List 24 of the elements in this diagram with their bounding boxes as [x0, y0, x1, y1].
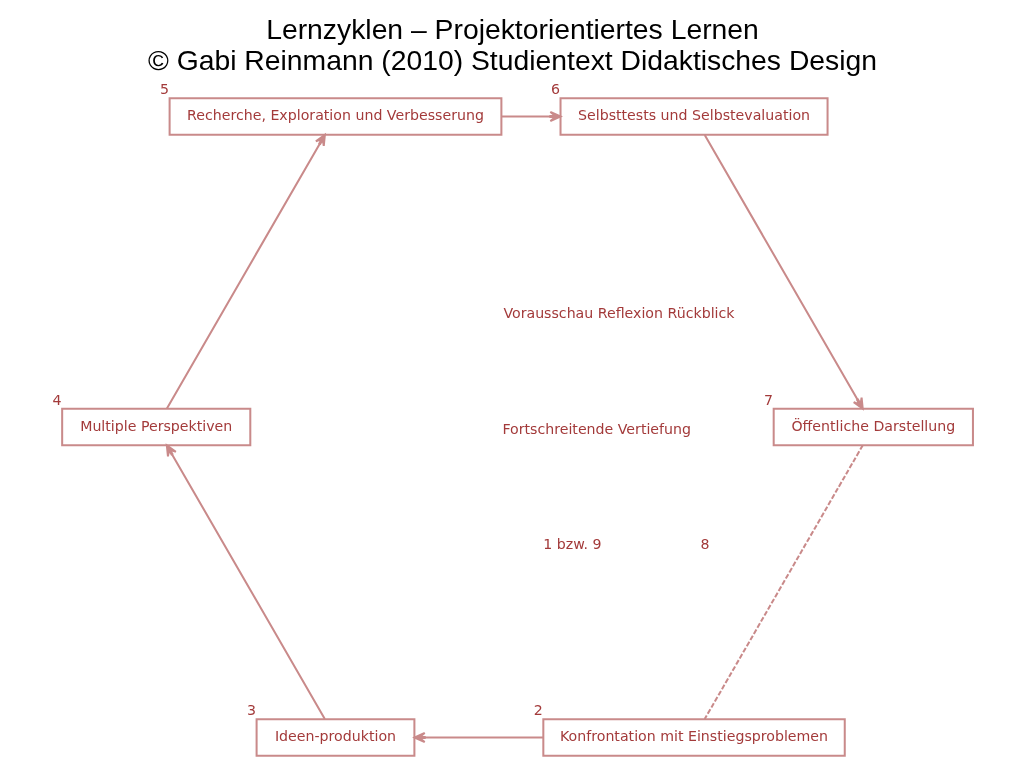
node-box: Selbsttests und Selbstevaluation: [559, 97, 829, 136]
diagram-title: Lernzyklen – Projektorientiertes Lernen: [265, 13, 759, 45]
node-box: Öffentliche Darstellung: [772, 407, 974, 447]
node-label: 3: [246, 702, 256, 719]
arrow: [413, 731, 543, 744]
label: Vorausschau Reflexion Rückblick: [502, 305, 735, 322]
caption: © Gabi Reinmann (2010) Studientext Didaktisches Design: [147, 44, 877, 77]
label: Fortschreitende Vertiefung: [501, 420, 691, 437]
arrow: [165, 133, 326, 409]
arrow: [165, 444, 326, 720]
node-label: 7: [763, 391, 773, 408]
node-label: 5: [159, 81, 169, 98]
node-box: Ideen-produktion: [255, 718, 415, 757]
node-label: 4: [52, 391, 62, 408]
node-label: 6: [550, 81, 560, 98]
node-box: Konfrontation mit Einstiegsproblemen: [541, 718, 846, 757]
node-box: Multiple Perspektiven: [60, 407, 251, 447]
arrow: [703, 134, 864, 410]
label: 8: [699, 536, 709, 553]
connector: [703, 444, 863, 720]
node-box: Recherche, Exploration und Verbesserung: [168, 97, 502, 136]
node-label: 2: [533, 702, 543, 719]
label: 1 bzw. 9: [542, 536, 602, 553]
arrow: [500, 110, 561, 123]
